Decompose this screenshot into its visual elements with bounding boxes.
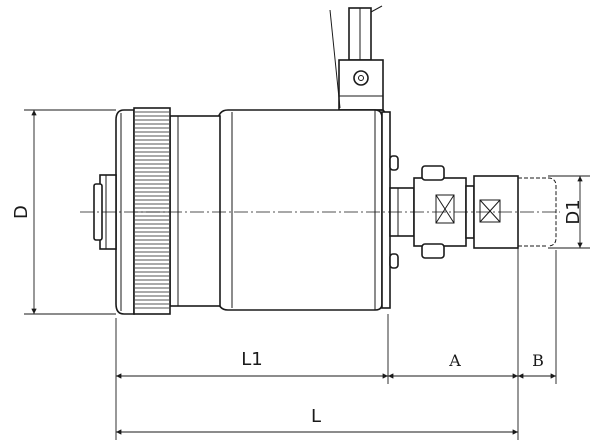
dimension-label-l1: L1 (241, 349, 262, 370)
dimension-label-l: L (311, 406, 321, 427)
housing-studs (389, 155, 399, 269)
main-housing (217, 109, 391, 311)
dimension-label-b: B (532, 351, 544, 370)
dimension-label-d: D (11, 205, 32, 219)
dimension-d: D (11, 109, 116, 315)
dimension-l: L (116, 406, 518, 435)
dimension-a: A (388, 351, 518, 379)
dimension-label-a: A (448, 351, 461, 370)
dimension-l1: L1 (116, 349, 388, 379)
extension-lines (115, 248, 557, 440)
cable-clamp (329, 9, 391, 119)
knurled-ring (133, 107, 171, 315)
dimension-b: B (518, 351, 556, 379)
dimension-label-d1: D1 (563, 199, 584, 224)
top-cable (348, 5, 383, 61)
neck (169, 115, 221, 307)
dimension-d1: D1 (548, 175, 590, 249)
